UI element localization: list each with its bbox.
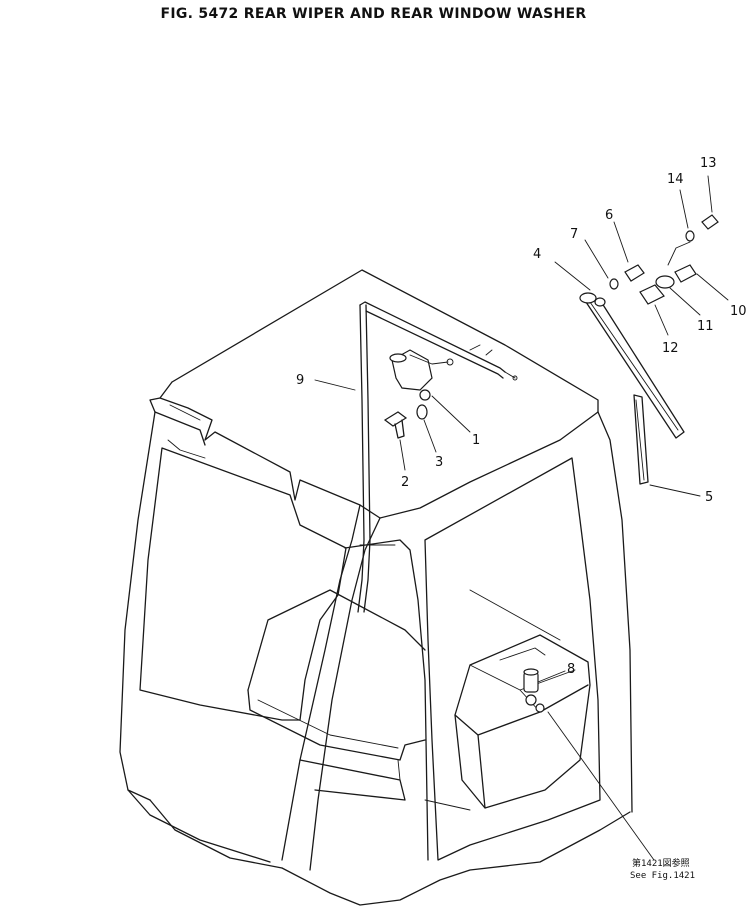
callout-5: 5 bbox=[705, 490, 713, 505]
callout-8: 8 bbox=[567, 662, 575, 677]
cab-body bbox=[119, 269, 633, 906]
washer-part-14 bbox=[667, 189, 695, 266]
callout-6: 6 bbox=[605, 208, 613, 223]
wiper-arm-part-4 bbox=[554, 261, 685, 439]
wiper-motor-part-1 bbox=[389, 349, 471, 433]
plate-part-12 bbox=[639, 284, 669, 336]
nozzle-part-10 bbox=[674, 264, 729, 301]
washer-part-3 bbox=[416, 404, 437, 453]
washer-hose-part-9 bbox=[314, 301, 518, 613]
bracket-part-11 bbox=[655, 275, 701, 316]
reference-leader-line bbox=[547, 711, 655, 861]
washer-part-7 bbox=[584, 239, 619, 290]
callout-10: 10 bbox=[730, 304, 747, 319]
wiper-blade-part-5 bbox=[633, 394, 701, 497]
callout-4: 4 bbox=[533, 247, 541, 262]
callout-13: 13 bbox=[700, 156, 717, 171]
callout-12: 12 bbox=[662, 341, 679, 356]
callout-2: 2 bbox=[401, 475, 409, 490]
reference-note-english: See Fig.1421 bbox=[630, 871, 695, 881]
washer-pump-part-8 bbox=[523, 668, 566, 713]
callout-3: 3 bbox=[435, 455, 443, 470]
screw-part-13 bbox=[701, 175, 719, 230]
nut-part-6 bbox=[613, 221, 645, 282]
callout-9: 9 bbox=[296, 373, 304, 388]
callout-11: 11 bbox=[697, 319, 714, 334]
callout-7: 7 bbox=[570, 227, 578, 242]
callout-1: 1 bbox=[472, 433, 480, 448]
washer-tank bbox=[454, 634, 591, 809]
callout-14: 14 bbox=[667, 172, 684, 187]
bolt-part-2 bbox=[383, 411, 408, 471]
reference-note-japanese: 第1421図参照 bbox=[632, 857, 690, 869]
figure-title: FIG. 5472 REAR WIPER AND REAR WINDOW WAS… bbox=[160, 6, 587, 22]
